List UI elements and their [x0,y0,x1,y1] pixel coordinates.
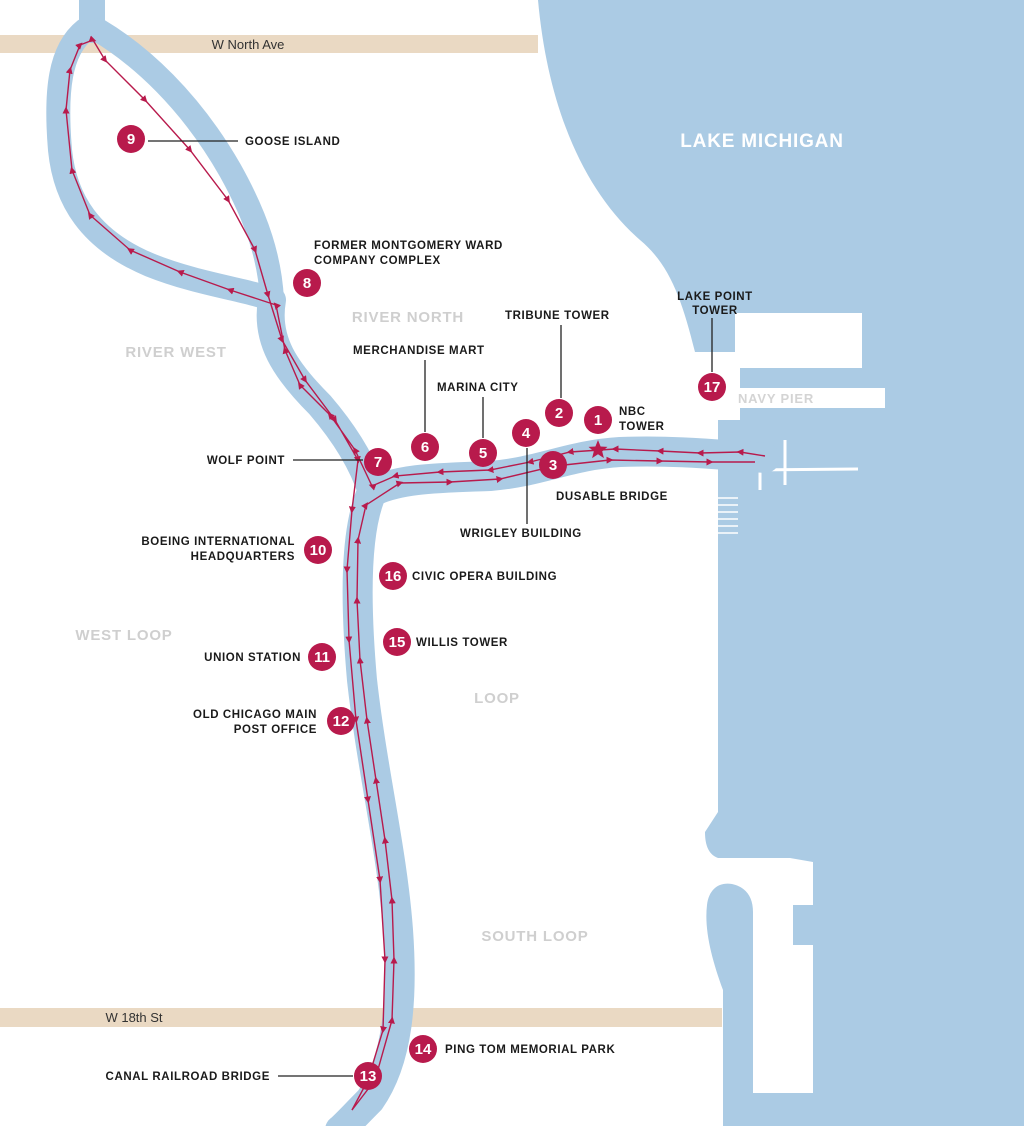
start-star-icon [588,440,608,459]
cruise-route [62,35,766,1111]
lake-point-block [735,313,862,368]
label-ping-tom: PING TOM MEMORIAL PARK [445,1044,615,1056]
svg-text:7: 7 [374,454,382,471]
label-marina-city: MARINA CITY [437,382,519,394]
stop-5[interactable]: 5 [469,439,497,467]
label-goose-island: GOOSE ISLAND [245,136,340,148]
label-union-station: UNION STATION [204,652,301,664]
svg-text:3: 3 [549,457,557,474]
label-merchandise-mart: MERCHANDISE MART [353,345,485,357]
label-willis-tower: WILLIS TOWER [416,637,508,649]
label-wolf-point: WOLF POINT [207,455,285,467]
svg-text:1: 1 [594,412,602,429]
stop-14[interactable]: 14 [409,1035,437,1063]
label-tribune-tower: TRIBUNE TOWER [505,310,610,322]
stop-12[interactable]: 12 [327,707,355,735]
label-montgomery-ward: FORMER MONTGOMERY WARD [314,240,503,252]
svg-text:6: 6 [421,439,429,456]
svg-text:16: 16 [385,568,402,585]
lake-michigan [538,0,1024,1126]
label-nbc-tower-2: TOWER [619,421,665,433]
hood-west-loop: WEST LOOP [75,627,172,644]
svg-text:13: 13 [360,1068,377,1085]
label-boeing-2: HEADQUARTERS [191,551,295,563]
svg-text:10: 10 [310,542,327,559]
label-dusable-bridge: DUSABLE BRIDGE [556,491,668,503]
stop-11[interactable]: 11 [308,643,336,671]
stop-16[interactable]: 16 [379,562,407,590]
stop-8[interactable]: 8 [293,269,321,297]
label-canal-railroad-bridge: CANAL RAILROAD BRIDGE [106,1071,270,1083]
svg-text:5: 5 [479,445,487,462]
hood-loop: LOOP [474,690,520,707]
leader-lines [148,140,713,1077]
label-nbc-tower: NBC [619,406,646,418]
stop-7[interactable]: 7 [364,448,392,476]
svg-text:14: 14 [415,1041,432,1058]
stop-6[interactable]: 6 [411,433,439,461]
label-post-office: OLD CHICAGO MAIN [193,709,317,721]
stop-10[interactable]: 10 [304,536,332,564]
road-label-18th-st: W 18th St [105,1010,162,1025]
stop-4[interactable]: 4 [512,419,540,447]
stop-15[interactable]: 15 [383,628,411,656]
svg-text:9: 9 [127,131,135,148]
stop-13[interactable]: 13 [354,1062,382,1090]
label-lake-point-tower: LAKE POINT [677,291,753,303]
label-civic-opera: CIVIC OPERA BUILDING [412,571,557,583]
hood-river-west: RIVER WEST [125,344,226,361]
lake-label: LAKE MICHIGAN [680,131,843,152]
svg-text:15: 15 [389,634,406,651]
hood-navy-pier: NAVY PIER [738,391,814,406]
stop-3[interactable]: 3 [539,451,567,479]
svg-text:11: 11 [314,649,330,666]
stop-1[interactable]: 1 [584,406,612,434]
stop-17[interactable]: 17 [698,373,726,401]
svg-text:2: 2 [555,405,563,422]
stop-9[interactable]: 9 [117,125,145,153]
svg-text:17: 17 [704,379,721,396]
navy-pier [738,388,885,408]
label-boeing: BOEING INTERNATIONAL [141,536,295,548]
label-post-office-2: POST OFFICE [234,724,317,736]
stop-2[interactable]: 2 [545,399,573,427]
label-lake-point-tower-2: TOWER [692,305,738,317]
svg-text:8: 8 [303,275,311,292]
hood-river-north: RIVER NORTH [352,309,464,326]
label-wrigley-building: WRIGLEY BUILDING [460,528,582,540]
svg-text:4: 4 [522,425,531,442]
label-montgomery-ward-2: COMPANY COMPLEX [314,255,441,267]
hood-south-loop: SOUTH LOOP [481,928,588,945]
svg-text:12: 12 [333,713,350,730]
road-label-north-ave: W North Ave [212,37,285,52]
